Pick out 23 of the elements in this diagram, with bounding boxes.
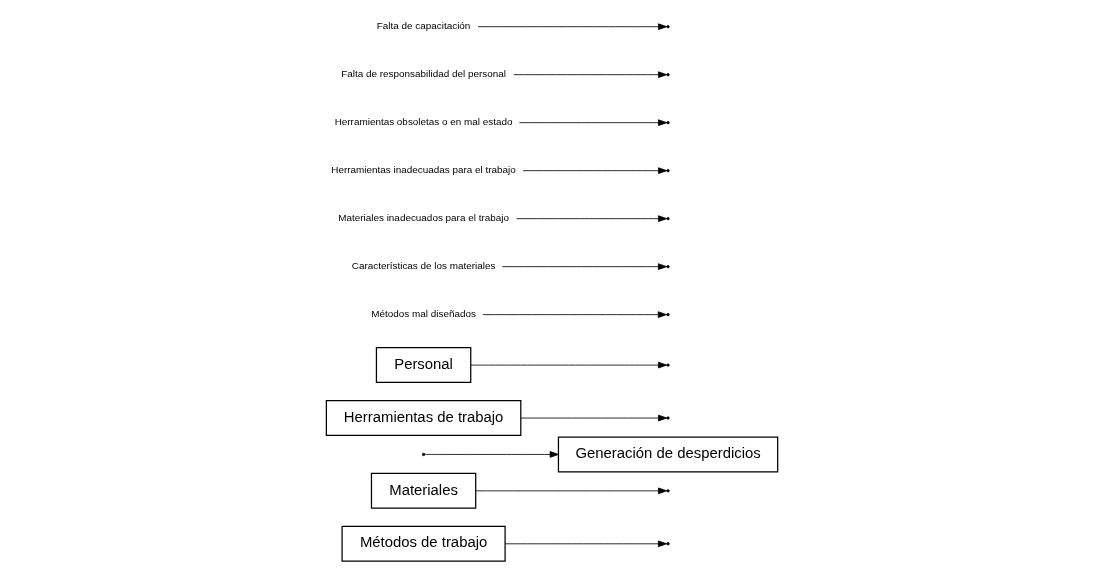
arrow bbox=[470, 361, 668, 369]
node-box: Generación de desperdicios bbox=[557, 436, 779, 473]
arrow bbox=[501, 263, 668, 270]
arrow bbox=[482, 311, 667, 318]
node-text: Métodos mal diseñados bbox=[371, 308, 476, 320]
arrow bbox=[513, 71, 668, 78]
node-text: Falta de responsabilidad del personal bbox=[341, 68, 506, 80]
node-text: Falta de capacitación bbox=[376, 20, 471, 32]
arrow bbox=[522, 167, 668, 174]
arrow bbox=[518, 119, 668, 126]
node-box: Materiales bbox=[370, 472, 477, 509]
arrow bbox=[477, 23, 668, 31]
node-box: Personal bbox=[375, 347, 472, 384]
node-text: Herramientas obsoletas o en mal estado bbox=[334, 116, 513, 128]
node-text: Características de los materiales bbox=[351, 260, 496, 272]
arrow bbox=[520, 414, 668, 422]
node-box: Métodos de trabajo bbox=[341, 525, 506, 562]
arrow bbox=[475, 487, 668, 495]
arrow bbox=[516, 215, 668, 222]
node-box: Herramientas de trabajo bbox=[325, 400, 522, 437]
node-text: Herramientas inadecuadas para el trabajo bbox=[331, 164, 516, 176]
node-text: Materiales inadecuados para el trabajo bbox=[338, 212, 509, 224]
arrow bbox=[424, 451, 559, 458]
